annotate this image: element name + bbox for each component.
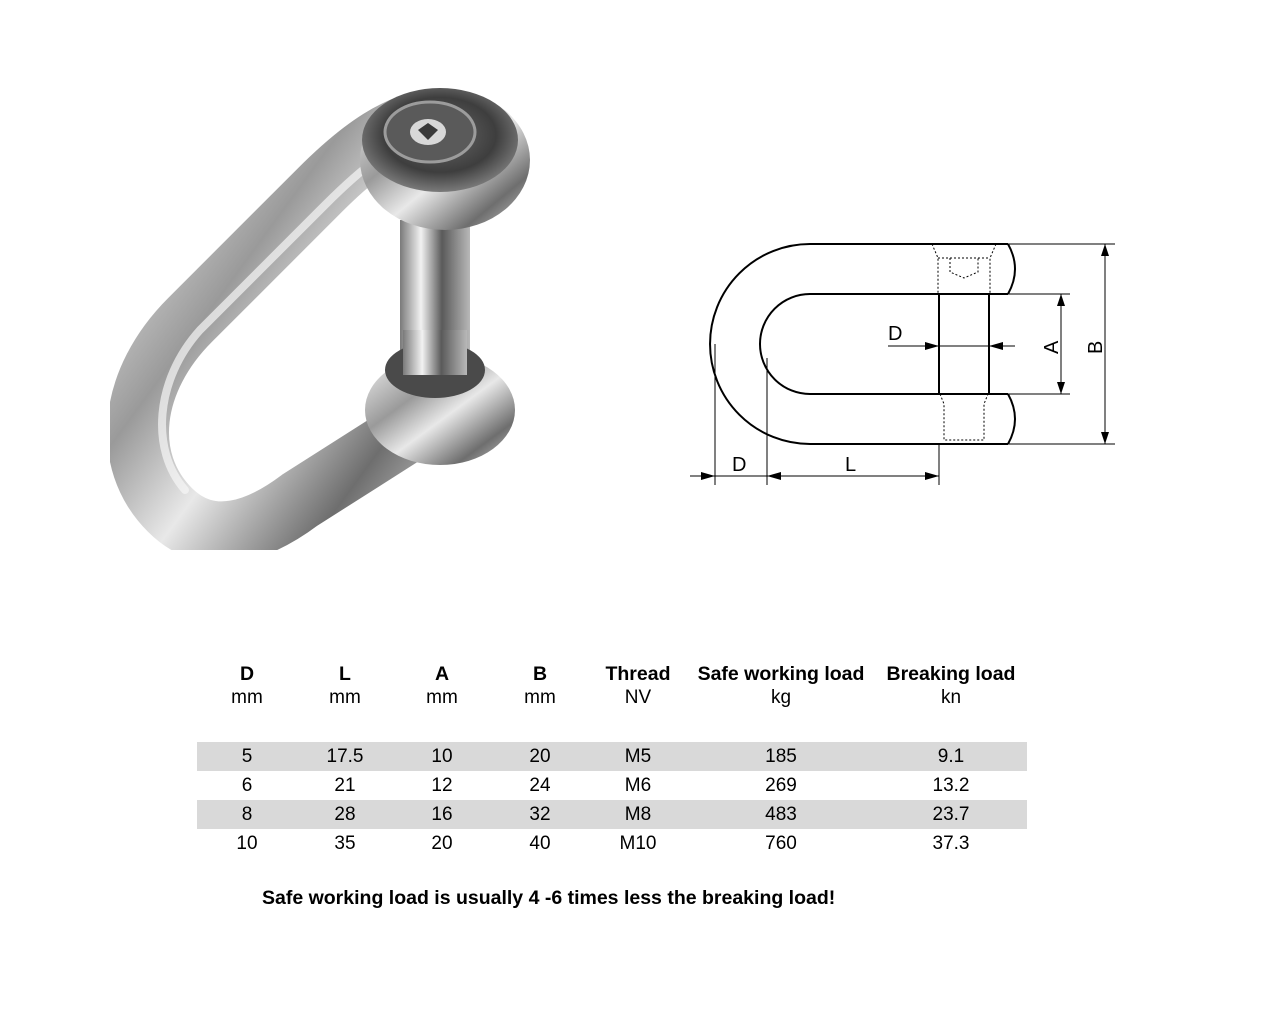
col-unit-thread: NV (624, 687, 652, 708)
units-row: mm mm mm mm NV kg kn (197, 686, 1027, 715)
table-row: 8 28 16 32 M8 483 23.7 (197, 800, 1027, 829)
cell-l: 28 (297, 800, 393, 829)
safety-note: Safe working load is usually 4 -6 times … (262, 887, 836, 909)
col-header-breaking-load: Breaking load (886, 663, 1016, 685)
cell-thread: M10 (619, 833, 657, 854)
cell-safe-working-load: 760 (765, 833, 797, 854)
cell-l: 21 (334, 775, 356, 796)
cell-a: 20 (431, 833, 453, 854)
table-row: 10 35 20 40 M10 760 37.3 (197, 829, 1027, 858)
cell-b: 32 (491, 800, 589, 829)
cell-breaking-load: 37.3 (932, 833, 970, 854)
col-header-l: L (339, 663, 351, 685)
label-pin-diameter: D (888, 323, 902, 345)
cell-b: 20 (491, 742, 589, 771)
header-spacer (197, 715, 1027, 742)
cell-d: 8 (197, 800, 297, 829)
cell-l: 35 (334, 833, 356, 854)
cell-safe-working-load: 269 (765, 775, 797, 796)
col-header-thread: Thread (605, 663, 671, 685)
label-inner-length: L (845, 454, 856, 476)
cell-thread: M8 (589, 800, 687, 829)
cell-b: 40 (529, 833, 551, 854)
col-unit-a: mm (426, 687, 458, 708)
col-header-b: B (532, 663, 548, 685)
cell-safe-working-load: 185 (687, 742, 875, 771)
cell-d: 5 (197, 742, 297, 771)
col-unit-d: mm (231, 687, 263, 708)
col-unit-breaking-load: kn (940, 687, 962, 708)
cell-a: 16 (393, 800, 491, 829)
cell-a: 12 (431, 775, 453, 796)
label-outer-width: B (1085, 341, 1107, 354)
shackle-photo (110, 88, 530, 550)
cell-thread: M5 (589, 742, 687, 771)
header-row: D L A B Thread Safe working load Breakin… (197, 650, 1027, 686)
dimension-drawing: D D L A B (690, 243, 1115, 485)
cell-breaking-load: 9.1 (875, 742, 1027, 771)
cell-l: 17.5 (297, 742, 393, 771)
cell-breaking-load: 13.2 (932, 775, 970, 796)
cell-b: 24 (529, 775, 551, 796)
col-unit-l: mm (329, 687, 361, 708)
cell-safe-working-load: 483 (687, 800, 875, 829)
table-row: 5 17.5 10 20 M5 185 9.1 (197, 742, 1027, 771)
label-inner-width: A (1041, 340, 1063, 354)
col-unit-safe-working-load: kg (770, 687, 792, 708)
cell-thread: M6 (624, 775, 652, 796)
cell-d: 10 (236, 833, 258, 854)
cell-a: 10 (393, 742, 491, 771)
cell-breaking-load: 23.7 (875, 800, 1027, 829)
table-row: 6 21 12 24 M6 269 13.2 (197, 771, 1027, 800)
label-bar-diameter: D (732, 454, 746, 476)
col-header-safe-working-load: Safe working load (697, 663, 865, 685)
col-unit-b: mm (524, 687, 556, 708)
col-header-d: D (239, 663, 255, 685)
spec-table: D L A B Thread Safe working load Breakin… (197, 650, 1027, 858)
col-header-a: A (434, 663, 450, 685)
cell-d: 6 (241, 775, 253, 796)
